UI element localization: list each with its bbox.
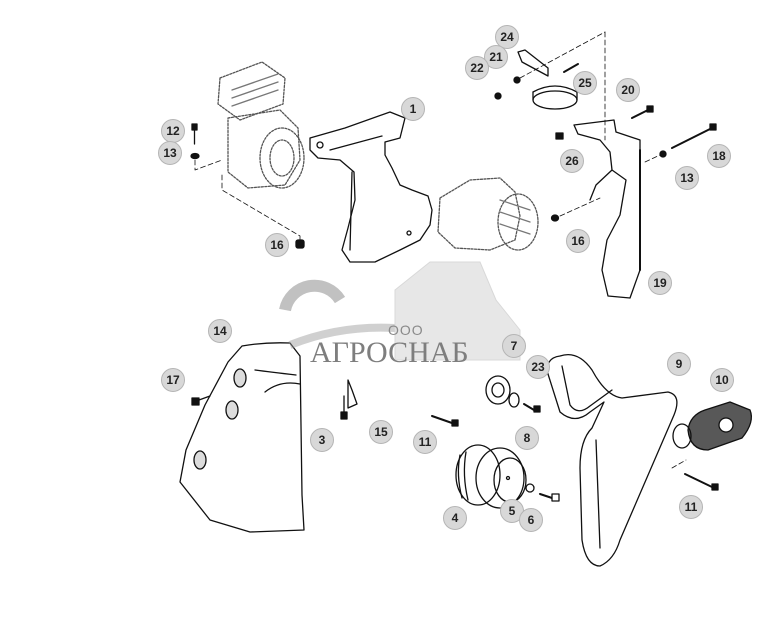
callout-13: 13 bbox=[675, 166, 699, 190]
callout-9: 9 bbox=[667, 352, 691, 376]
alternator-drawing bbox=[437, 177, 539, 251]
callout-10: 10 bbox=[710, 368, 734, 392]
callout-14: 14 bbox=[208, 319, 232, 343]
callout-24: 24 bbox=[495, 25, 519, 49]
drive-belt-drawing bbox=[546, 353, 678, 567]
watermark-logo bbox=[279, 261, 521, 361]
callout-7: 7 bbox=[502, 334, 526, 358]
callout-12: 12 bbox=[161, 119, 185, 143]
belt-tensioner-drawing bbox=[671, 401, 753, 491]
callout-8: 8 bbox=[515, 426, 539, 450]
callout-11: 11 bbox=[679, 495, 703, 519]
bolt-12-drawing bbox=[190, 123, 305, 249]
idler-pulley-drawing bbox=[485, 375, 541, 413]
callout-16: 16 bbox=[566, 229, 590, 253]
guard-14-drawing bbox=[179, 342, 305, 533]
callout-19: 19 bbox=[648, 271, 672, 295]
bracket-1-drawing bbox=[309, 111, 433, 263]
callout-23: 23 bbox=[526, 355, 550, 379]
callout-17: 17 bbox=[161, 368, 185, 392]
compressor-drawing bbox=[217, 61, 305, 189]
callout-20: 20 bbox=[616, 78, 640, 102]
callout-26: 26 bbox=[560, 149, 584, 173]
callout-25: 25 bbox=[573, 71, 597, 95]
crank-pulley-drawing bbox=[455, 444, 560, 509]
callout-16: 16 bbox=[265, 233, 289, 257]
callout-4: 4 bbox=[443, 506, 467, 530]
callout-3: 3 bbox=[310, 428, 334, 452]
callout-1: 1 bbox=[401, 97, 425, 121]
callout-22: 22 bbox=[465, 56, 489, 80]
watermark-brand: АГРОСНАБ bbox=[310, 336, 469, 369]
shield-19-drawing bbox=[573, 119, 641, 299]
callout-6: 6 bbox=[519, 508, 543, 532]
callout-15: 15 bbox=[369, 420, 393, 444]
clamp-assembly-drawing bbox=[494, 31, 606, 141]
callout-11: 11 bbox=[413, 430, 437, 454]
callout-18: 18 bbox=[707, 144, 731, 168]
callout-13: 13 bbox=[158, 141, 182, 165]
watermark-prefix: ООО bbox=[388, 322, 424, 338]
